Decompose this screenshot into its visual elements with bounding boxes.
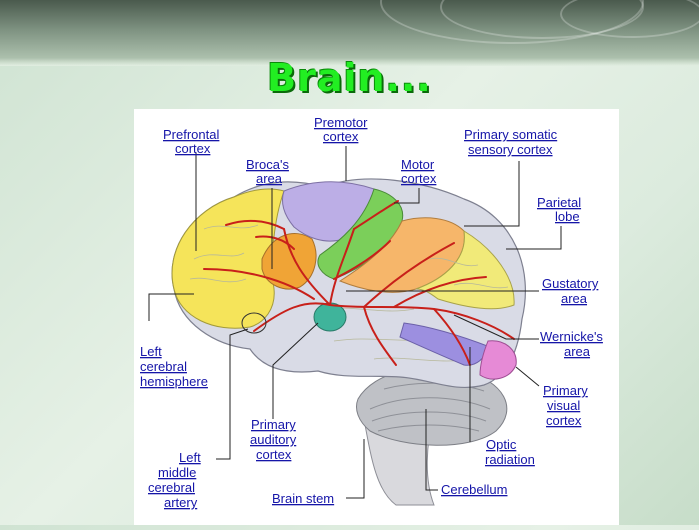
label-wernickes-area: area [564, 344, 591, 359]
label-optic-radiation: Optic [486, 437, 517, 452]
cerebral-arteries [203, 200, 515, 366]
artery-circle-highlight [241, 312, 267, 334]
primary-visual-region [479, 340, 517, 380]
label-primary-somatic-sensory-cortex: sensory cortex [468, 142, 553, 157]
label-primary-auditory-cortex: Primary [251, 417, 296, 432]
label-premotor-cortex: Premotor [314, 115, 368, 130]
label-left-cerebral-hemisphere: Left [140, 344, 162, 359]
label-parietal-lobe: Parietal [537, 195, 581, 210]
label-brocas-area: Broca's [246, 157, 289, 172]
label-primary-visual-cortex: visual [547, 398, 580, 413]
brocas-area-region [261, 233, 317, 290]
slide-title: Brain... [267, 56, 432, 100]
label-cerebellum: Cerebellum [441, 482, 507, 497]
label-left-cerebral-hemisphere: cerebral [140, 359, 187, 374]
label-primary-auditory-cortex: auditory [250, 432, 297, 447]
label-primary-auditory-cortex: cortex [256, 447, 292, 462]
slide-header-band [0, 0, 699, 66]
label-wernickes-area: Wernicke's [540, 329, 603, 344]
primary-auditory-region [313, 302, 347, 332]
label-primary-visual-cortex: cortex [546, 413, 582, 428]
label-optic-radiation: radiation [485, 452, 535, 467]
label-primary-somatic-sensory-cortex: Primary somatic [464, 127, 558, 142]
label-left-middle-cerebral-artery: artery [164, 495, 198, 510]
prefrontal-cortex-region [171, 188, 285, 329]
decorative-swirl [560, 0, 699, 38]
label-motor-cortex: cortex [401, 171, 437, 186]
label-motor-cortex: Motor [401, 157, 435, 172]
label-left-middle-cerebral-artery: middle [158, 465, 196, 480]
label-parietal-lobe: lobe [555, 209, 580, 224]
brain-diagram: Prefrontal cortex Premotor cortex Primar… [140, 115, 603, 510]
parietal-lobe-region [415, 230, 515, 310]
label-premotor-cortex: cortex [323, 129, 359, 144]
label-left-middle-cerebral-artery: cerebral [148, 480, 195, 495]
brain-diagram-panel: Prefrontal cortex Premotor cortex Primar… [134, 109, 619, 525]
label-left-cerebral-hemisphere: hemisphere [140, 374, 208, 389]
label-leader-lines [148, 146, 562, 499]
label-primary-visual-cortex: Primary [543, 383, 588, 398]
label-gustatory-area: Gustatory [542, 276, 599, 291]
label-gustatory-area: area [561, 291, 588, 306]
label-brain-stem: Brain stem [272, 491, 334, 506]
label-prefrontal-cortex: cortex [175, 141, 211, 156]
label-prefrontal-cortex: Prefrontal [163, 127, 219, 142]
optic-radiation-region [399, 322, 491, 366]
label-left-middle-cerebral-artery: Left [179, 450, 201, 465]
label-brocas-area: area [256, 171, 283, 186]
